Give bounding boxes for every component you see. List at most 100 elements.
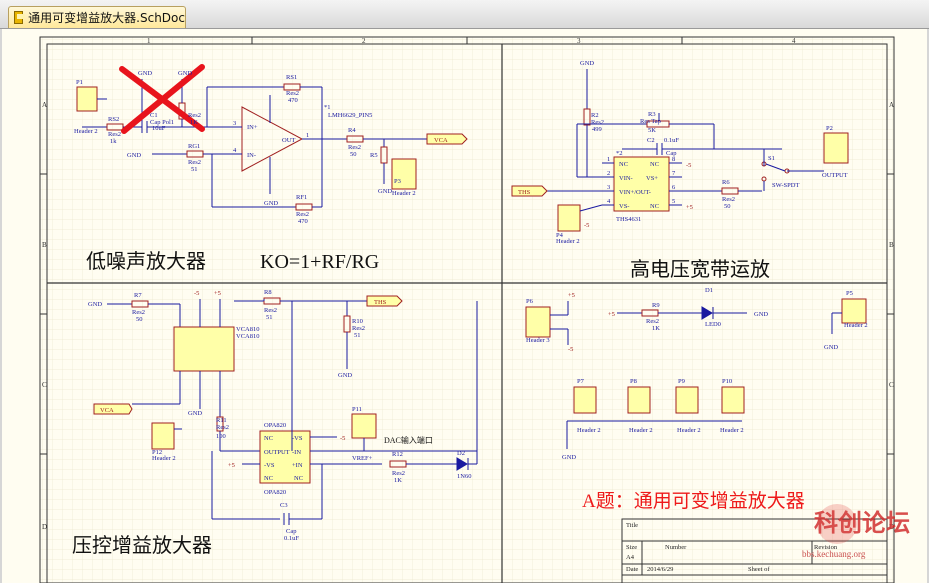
rbias-r: 1K [190, 119, 198, 126]
p10-type: Header 2 [720, 427, 744, 434]
misc-gnd: GND [562, 454, 576, 461]
u4-nc-bl: NC [264, 475, 273, 482]
c2-ref: C2 [647, 137, 655, 144]
r9-val: Res2 [646, 318, 659, 325]
r7-r: 50 [136, 316, 143, 323]
u2-ref: *2 [616, 150, 623, 157]
u4-nc-tl: NC [264, 435, 273, 442]
r2-val: Res2 [591, 119, 604, 126]
u4-ref: OPA820 [264, 422, 286, 429]
u3-part: VCA810 [236, 333, 259, 340]
low-noise-amplifier [76, 79, 468, 211]
c3-type: Cap [286, 528, 296, 535]
hv-gnd: GND [580, 60, 594, 67]
u2-n7: 7 [672, 170, 676, 177]
u4-part: OPA820 [264, 489, 286, 496]
vca-gnd: GND [88, 301, 102, 308]
vca-in-port-label: VCA [100, 407, 114, 414]
c2-val: 0.1uF [664, 137, 679, 144]
d2-ref: D2 [457, 450, 465, 457]
p9-type: Header 2 [677, 427, 701, 434]
document-tab-bar: 通用可变增益放大器.SchDoc [0, 0, 929, 29]
s1-ref: S1 [768, 155, 775, 162]
high-voltage-amplifier [511, 69, 849, 232]
r9-pos5: +5 [608, 311, 615, 318]
p6-ref: P6 [526, 298, 534, 305]
rs2-ref: RS2 [108, 116, 119, 123]
vca-neg5: -5 [194, 290, 199, 297]
u1-part: LMH6629_PIN5 [328, 112, 372, 119]
u2-n1: 1 [607, 156, 610, 163]
u4-out: OUTPUT [264, 449, 290, 456]
rs2-r: 1k [110, 138, 117, 145]
problem-title: A题：通用可变增益放大器 [582, 490, 805, 512]
p10-ref: P10 [722, 378, 732, 385]
r3-r: 5K [648, 127, 656, 134]
rf1-r: 470 [298, 218, 308, 225]
u2-part: THS4631 [616, 216, 641, 223]
rs1-ref: RS1 [286, 74, 297, 81]
gnd-label-5: GND [378, 188, 392, 195]
crossed-out-mark [119, 64, 205, 134]
row-label-d-right: D [889, 523, 894, 531]
schematic-sheet[interactable]: 1 2 3 4 A B C D A B C D [2, 29, 927, 583]
r10-val: Res2 [352, 325, 365, 332]
u2-n4: 4 [607, 198, 611, 205]
u1-in-plus: IN+ [247, 124, 258, 131]
u2-pin-vs-minus: VS- [619, 203, 629, 210]
r12-r: 1K [394, 477, 402, 484]
row-label-c: C [42, 381, 47, 389]
u2-pin-vin-minus: VIN- [619, 175, 633, 182]
d1-ref: D1 [705, 287, 713, 294]
rg1-val: Res2 [188, 159, 201, 166]
schdoc-tab[interactable]: 通用可变增益放大器.SchDoc [8, 6, 186, 28]
sheet-border [39, 36, 895, 583]
rf1-ref: RF1 [296, 194, 307, 201]
row-label-b: B [42, 241, 47, 249]
p8-ref: P8 [630, 378, 637, 385]
u4-nc-br: NC [294, 475, 303, 482]
r9-r: 1K [652, 325, 660, 332]
r4-ref: R4 [348, 127, 356, 134]
p3-type: Header 2 [392, 190, 416, 197]
tb-sheet: Sheet of [748, 566, 770, 573]
u1-pin3: 3 [233, 120, 236, 127]
u4-pos5: +5 [228, 462, 235, 469]
r3-ref: R3 [648, 111, 656, 118]
rg1-ref: RG1 [188, 143, 200, 150]
vca-pos5: +5 [214, 290, 221, 297]
title-block [621, 518, 888, 583]
r10-r: 51 [354, 332, 361, 339]
gnd-label-3: GND [127, 152, 141, 159]
r7-val: Res2 [132, 309, 145, 316]
r5-ref: R5 [370, 152, 378, 159]
u2-pin-vs-plus: VS+ [646, 175, 658, 182]
rf1-val: Res2 [296, 211, 309, 218]
u4-in-plus: +IN [292, 462, 303, 469]
r7-ref: R7 [134, 292, 142, 299]
col-label-4: 4 [792, 37, 796, 45]
r2-ref: R2 [591, 112, 599, 119]
p9-ref: P9 [678, 378, 685, 385]
ths-port-label: THS [518, 189, 531, 196]
d1-gnd: GND [754, 311, 768, 318]
row-label-c-right: C [889, 381, 894, 389]
row-label-a-right: A [889, 101, 894, 109]
d1-type: LED0 [705, 321, 721, 328]
p6-pos5: +5 [568, 292, 575, 299]
u4-in-minus: -IN [292, 449, 301, 456]
r6-r: 50 [724, 203, 731, 210]
p11-ref: P11 [352, 406, 362, 413]
tb-date-val: 2014/6/29 [647, 566, 673, 573]
c1-type: Cap Pol1 [150, 119, 174, 126]
r2-r: 499 [592, 126, 602, 133]
vca-ths-port-label: THS [374, 299, 387, 306]
p6-type: Header 3 [526, 337, 550, 344]
misc-connectors [525, 298, 867, 449]
u2-pin-nc: NC [619, 161, 628, 168]
gnd-label-2: GND [178, 70, 192, 77]
c1-ref: C1 [150, 112, 158, 119]
u4-neg5: -5 [340, 435, 345, 442]
c2-type: Cap [666, 150, 676, 157]
u2-pin-vin-plus: VIN+/OUT- [619, 189, 651, 196]
